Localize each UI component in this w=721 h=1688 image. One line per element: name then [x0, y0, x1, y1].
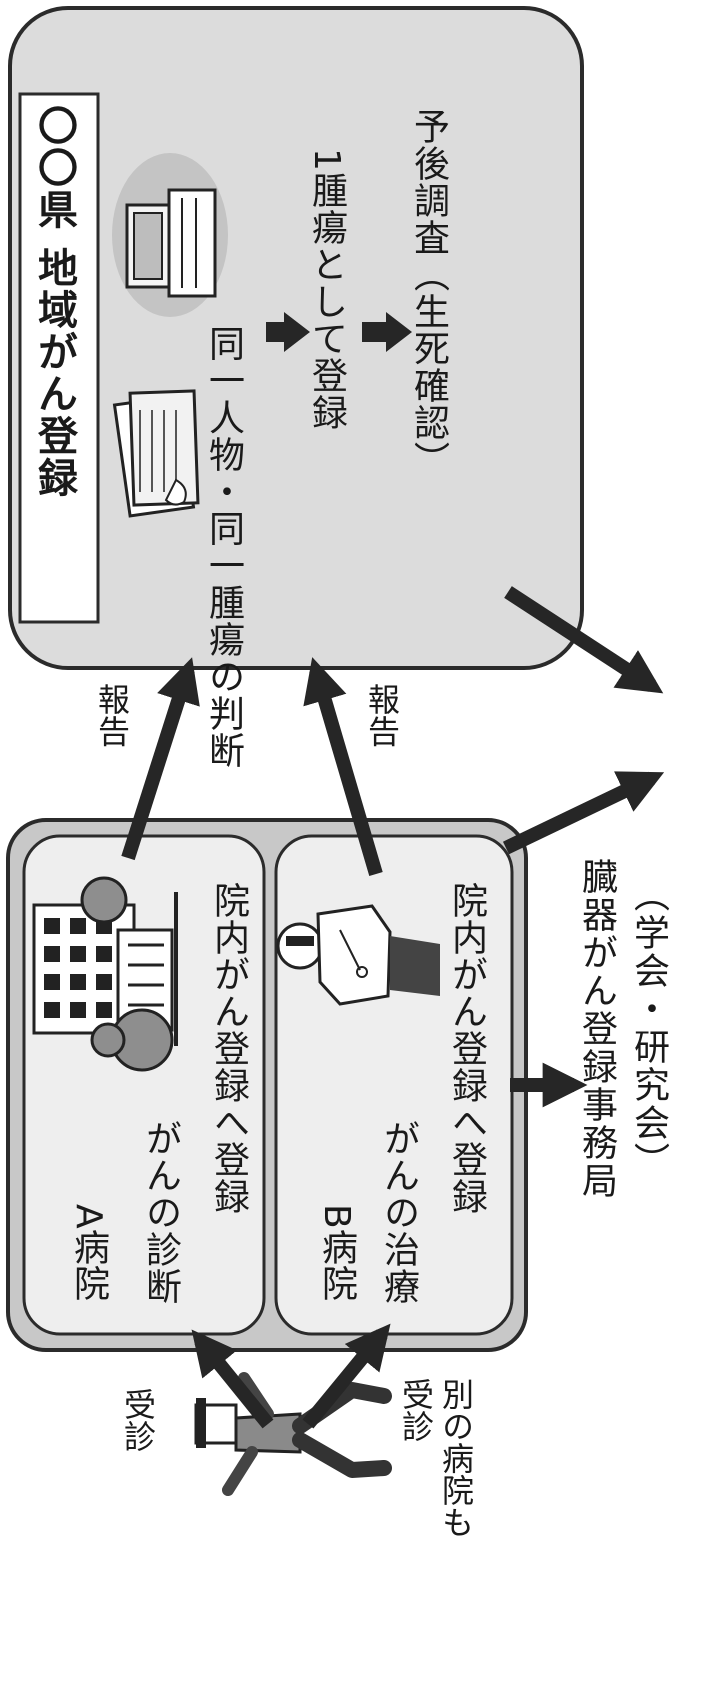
- computer-icon: [112, 153, 228, 317]
- visit-other-label: 別の病院も受診: [380, 1378, 476, 1558]
- hospital-b-name: B病院: [318, 1204, 354, 1301]
- outbound-arrow-hospitals: [506, 778, 652, 848]
- hospital-b-register: 院内がん登録へ登録: [448, 882, 484, 1215]
- registry-step-register: 1腫瘍として登録: [308, 148, 344, 431]
- hospital-a-register: 院内がん登録へ登録: [210, 882, 246, 1215]
- person-walking-icon: [196, 1378, 384, 1490]
- report-label-a: 報告: [96, 683, 128, 747]
- registry-title: 〇〇県 地域がん登録: [34, 105, 74, 499]
- organ-registry-title: 臓器がん登録事務局: [578, 858, 614, 1200]
- registry-step-identity: 同一人物・同一腫瘍の判断: [205, 325, 241, 769]
- hospital-b-action: がんの治療: [380, 1120, 416, 1305]
- registry-step-followup: 予後調査（生死確認）: [410, 108, 446, 478]
- report-label-b: 報告: [366, 683, 398, 747]
- organ-registry-subtitle: （学会・研究会）: [630, 876, 666, 1180]
- visit-label: 受診: [122, 1388, 154, 1452]
- document-icon: [115, 391, 198, 516]
- hospital-a-name: A病院: [70, 1204, 106, 1301]
- hospital-a-action: がんの診断: [142, 1120, 178, 1305]
